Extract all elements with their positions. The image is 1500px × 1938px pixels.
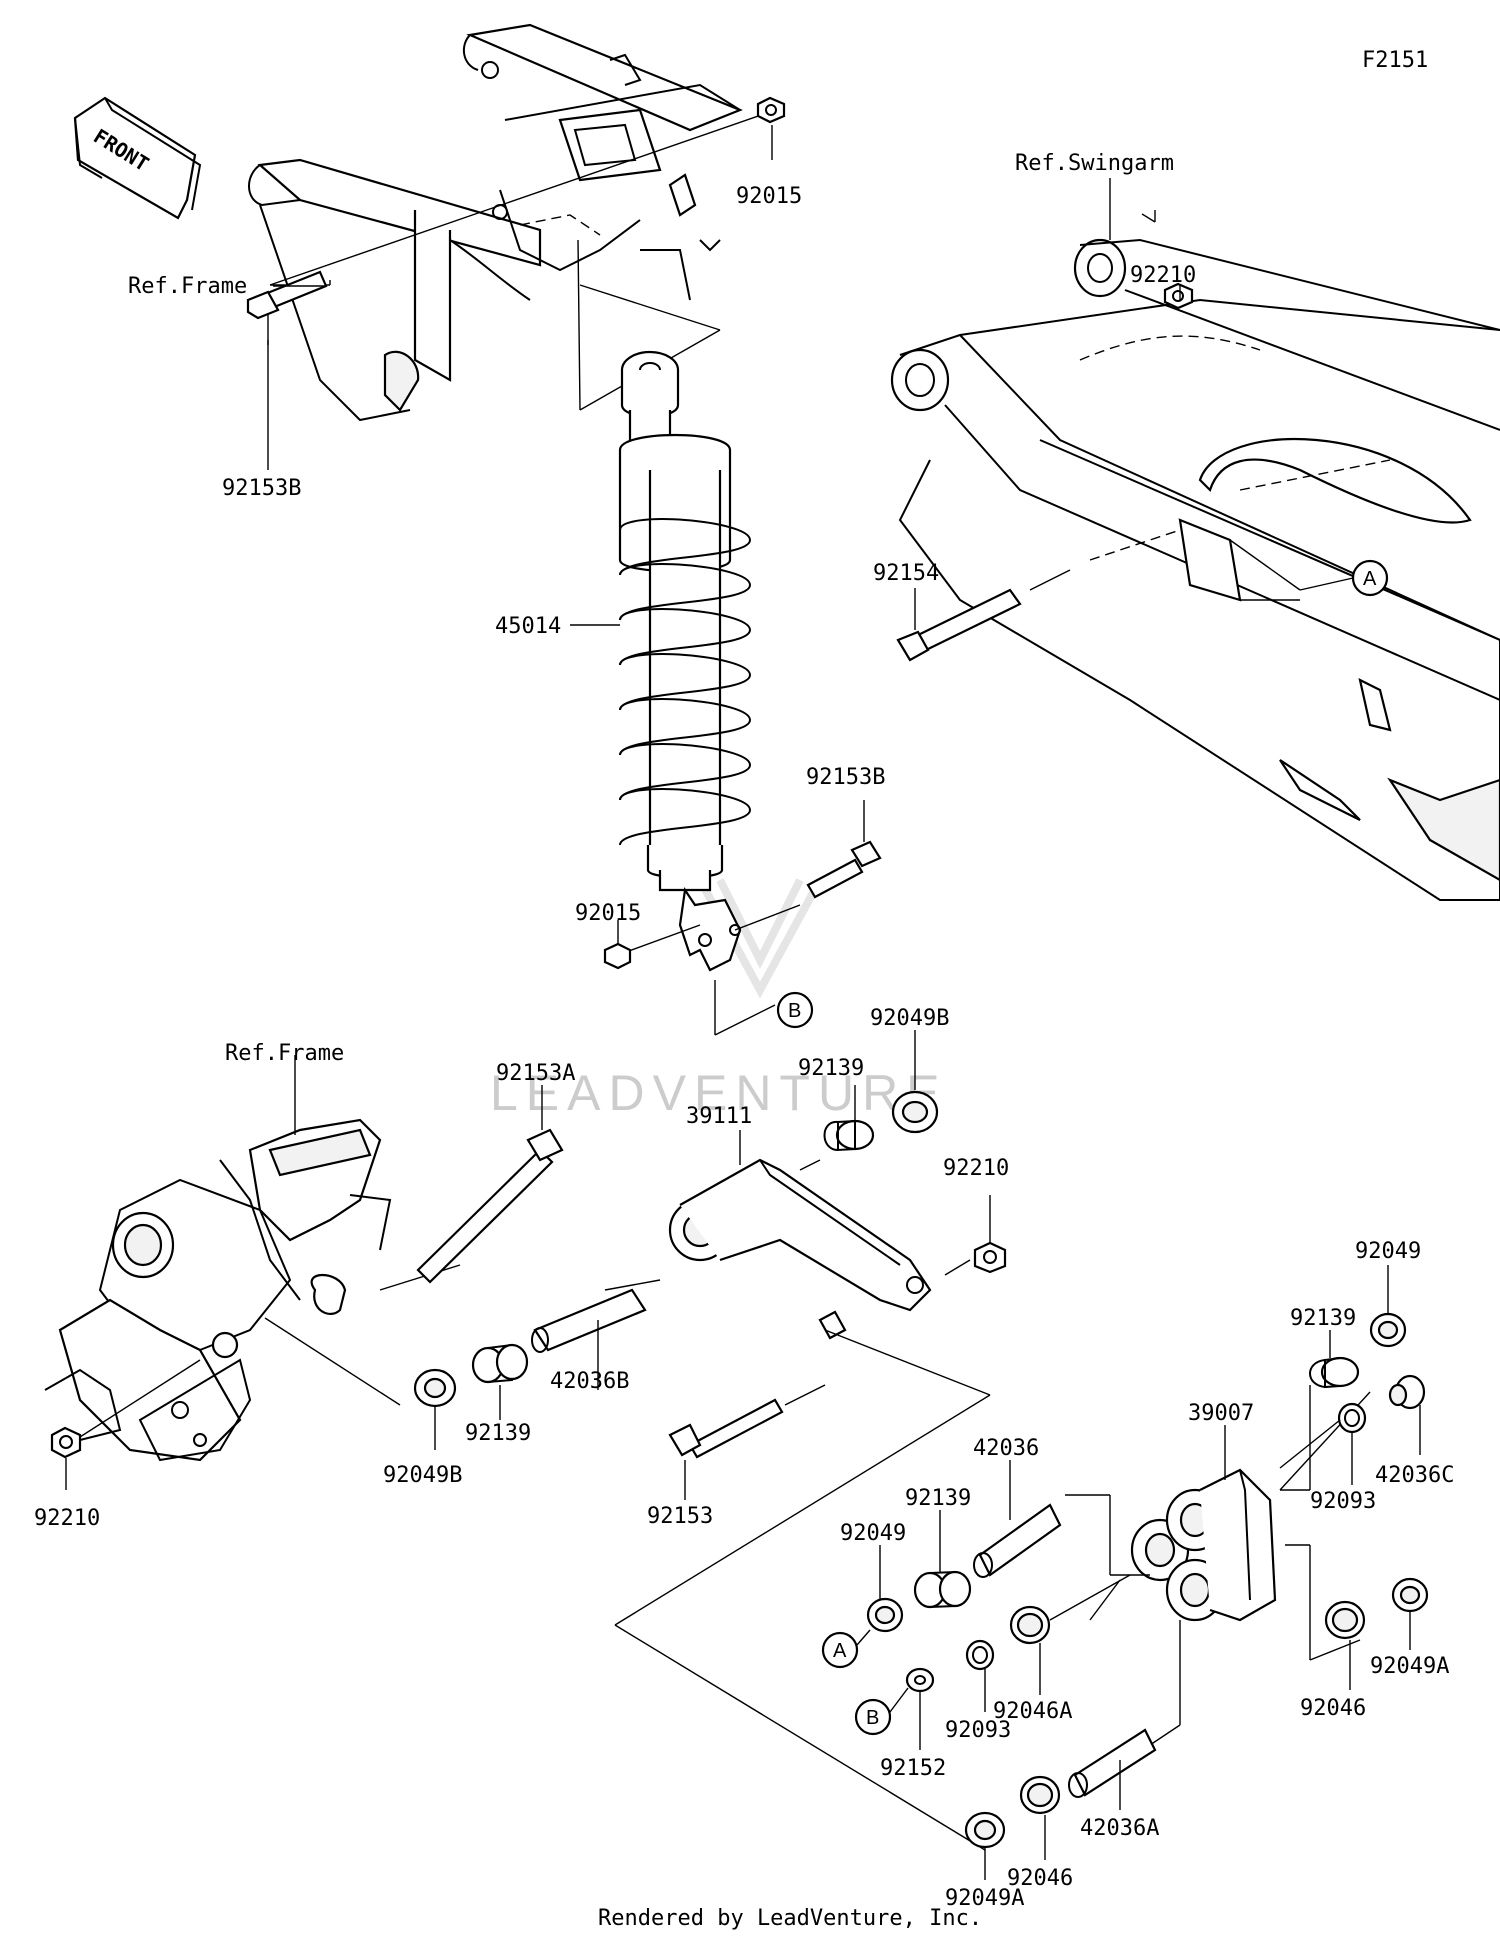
bushing-92139-top	[823, 1119, 875, 1152]
front-arrow-icon: FRONT	[73, 96, 202, 220]
label-92093-low: 92093	[945, 1718, 1011, 1743]
collar-42036C	[1388, 1374, 1426, 1410]
label-92049-right: 92049	[1355, 1239, 1421, 1264]
label-92139-top: 92139	[798, 1056, 864, 1081]
bushing-92139-right	[1309, 1356, 1360, 1389]
label-92049A-right: 92049A	[1370, 1654, 1449, 1679]
svg-text:A: A	[1363, 568, 1377, 590]
washer-92152	[905, 1667, 935, 1693]
bushing-92139-low	[913, 1570, 972, 1609]
label-92152: 92152	[880, 1756, 946, 1781]
seal-92049A-bottom	[964, 1811, 1006, 1849]
bolt-92153B-top	[246, 270, 328, 320]
washer-92093-right	[1337, 1402, 1367, 1434]
swingarm-drawing	[890, 238, 1500, 901]
label-39007: 39007	[1188, 1401, 1254, 1426]
needle-bearing-92046-bottom	[1019, 1775, 1061, 1815]
frame-top-drawing	[248, 23, 743, 422]
shock-absorber-45014	[618, 350, 752, 972]
collar-42036B	[531, 1288, 647, 1353]
label-42036: 42036	[973, 1436, 1039, 1461]
label-92139-low: 92139	[905, 1486, 971, 1511]
needle-bearing-92046-right	[1324, 1600, 1366, 1640]
ref-frame-bottom: Ref.Frame	[225, 1041, 344, 1066]
bolt-92153A	[416, 1128, 564, 1284]
label-92153A: 92153A	[496, 1061, 575, 1086]
link-39111	[668, 1158, 932, 1340]
bolt-92153	[668, 1398, 784, 1459]
collar-42036	[973, 1503, 1062, 1578]
needle-bearing-92046A	[1009, 1605, 1051, 1645]
label-92139-right: 92139	[1290, 1306, 1356, 1331]
label-92046A: 92046A	[993, 1699, 1072, 1724]
ref-swingarm: Ref.Swingarm	[1015, 151, 1174, 176]
label-42036A: 42036A	[1080, 1816, 1159, 1841]
seal-92049B-top	[891, 1090, 939, 1134]
bolt-92154	[896, 588, 1022, 662]
marker-a-low: A	[821, 1631, 859, 1669]
label-92049B-top: 92049B	[870, 1006, 949, 1031]
label-92015-top: 92015	[736, 184, 802, 209]
label-92049B-left: 92049B	[383, 1463, 462, 1488]
marker-b-low: B	[854, 1698, 892, 1736]
label-92153: 92153	[647, 1504, 713, 1529]
nut-92015-top	[756, 96, 786, 124]
collar-42036A	[1068, 1728, 1157, 1798]
washer-92093-low	[965, 1639, 995, 1671]
seal-92049-right	[1369, 1312, 1407, 1348]
rocker-39007	[1130, 1468, 1277, 1622]
label-92210-right: 92210	[1130, 263, 1196, 288]
label-92153B-mid: 92153B	[806, 765, 885, 790]
nut-92210-right	[1163, 282, 1194, 310]
label-42036B: 42036B	[550, 1369, 629, 1394]
watermark: LEADVENTURE	[490, 1065, 948, 1121]
nut-92210-left	[50, 1426, 82, 1459]
svg-text:B: B	[788, 1000, 801, 1022]
label-92046-right: 92046	[1300, 1696, 1366, 1721]
seal-92049A-right	[1391, 1577, 1429, 1613]
seal-92049-low	[866, 1597, 904, 1633]
label-92046-bottom: 92046	[1007, 1866, 1073, 1891]
frame-bottom-drawing	[44, 1118, 392, 1462]
nut-92015-mid	[603, 942, 632, 970]
diagram-id: F2151	[1362, 48, 1428, 73]
label-92049-low: 92049	[840, 1521, 906, 1546]
marker-a-top: A	[1351, 559, 1389, 597]
seal-92049B-left	[413, 1368, 457, 1408]
label-92153B-top: 92153B	[222, 476, 301, 501]
label-92210-mid: 92210	[943, 1156, 1009, 1181]
label-42036C: 42036C	[1375, 1463, 1454, 1488]
label-92139-left: 92139	[465, 1421, 531, 1446]
label-92093-right: 92093	[1310, 1489, 1376, 1514]
svg-text:B: B	[866, 1707, 879, 1729]
bolt-92153B-mid	[806, 840, 882, 899]
label-92210-left: 92210	[34, 1506, 100, 1531]
ref-frame-top: Ref.Frame	[128, 274, 247, 299]
svg-text:A: A	[833, 1640, 847, 1662]
label-92154: 92154	[873, 561, 939, 586]
label-39111: 39111	[686, 1104, 752, 1129]
nut-92210-mid	[973, 1241, 1007, 1274]
label-45014: 45014	[495, 614, 561, 639]
bushing-92139-left	[471, 1343, 529, 1384]
footer-credit: Rendered by LeadVenture, Inc.	[598, 1906, 982, 1931]
label-92049A-bottom: 92049A	[945, 1886, 1024, 1911]
marker-b-top: B	[776, 991, 814, 1029]
label-92015-mid: 92015	[575, 901, 641, 926]
